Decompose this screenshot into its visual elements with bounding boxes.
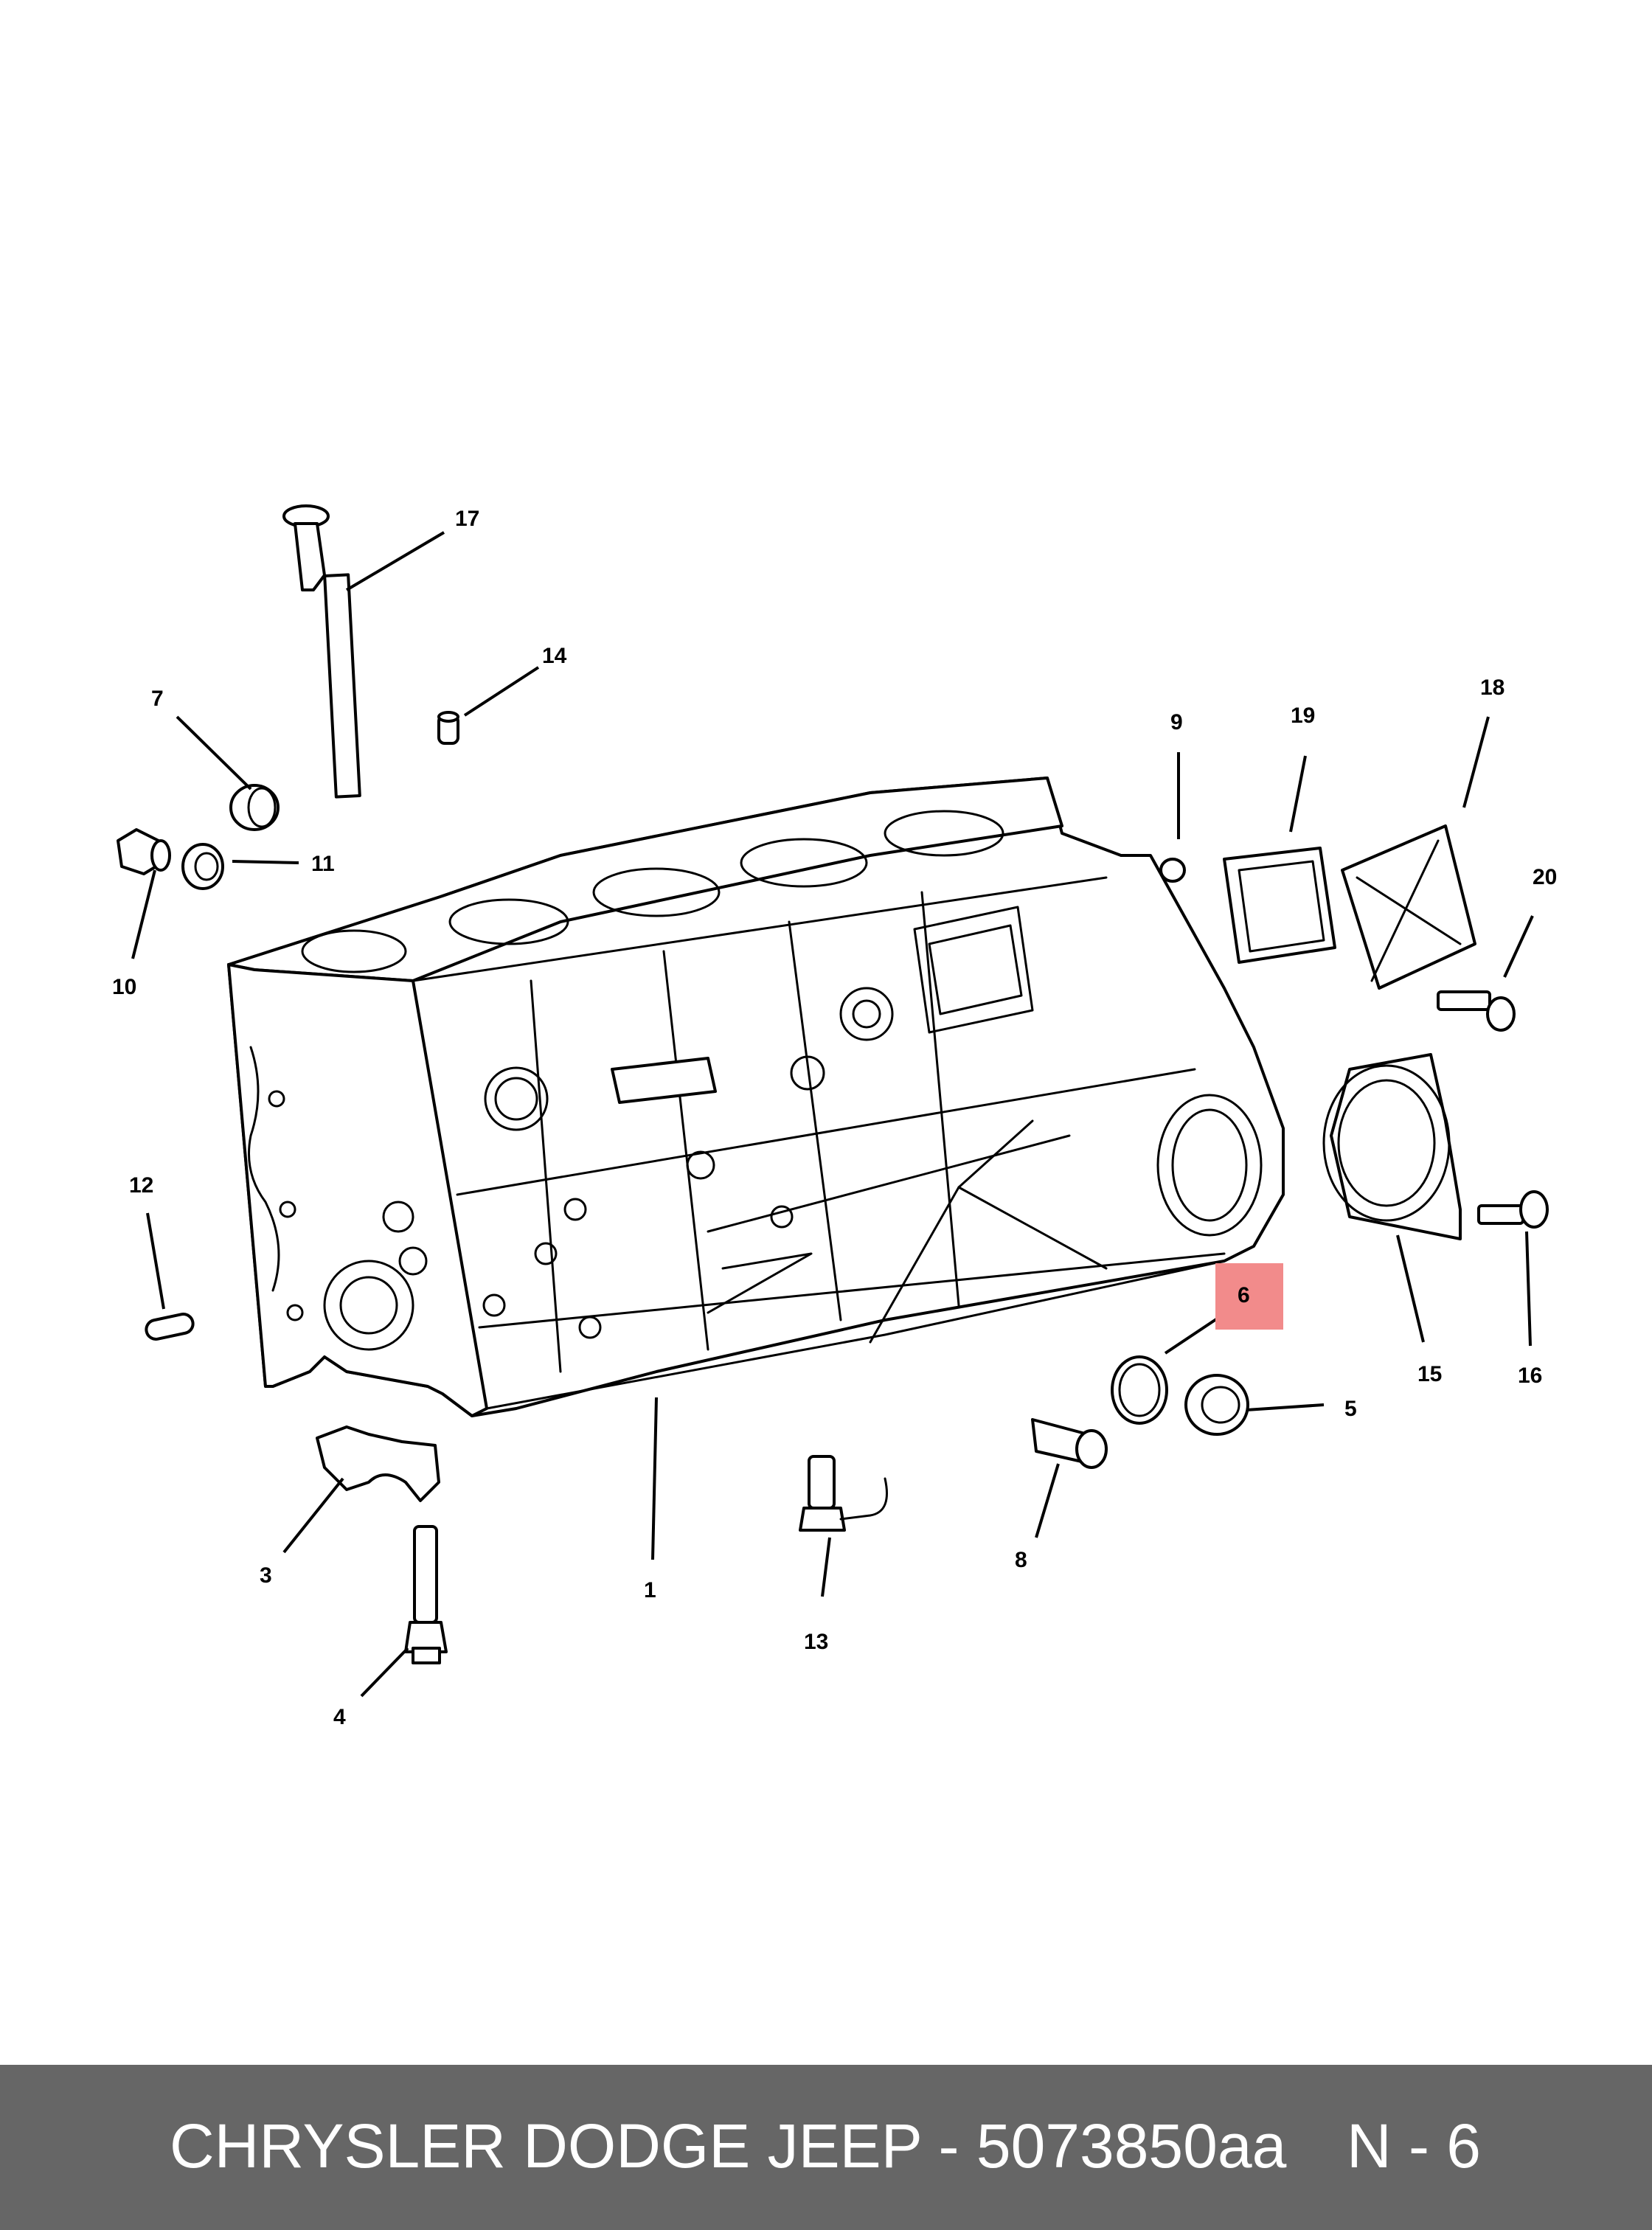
footer-bar: CHRYSLER DODGE JEEP - 5073850aa N - 6: [0, 2065, 1652, 2230]
part-3-bearing-cap: [316, 1425, 440, 1502]
callout-20: 20: [1533, 865, 1557, 889]
part-12-dowel-pin: [145, 1313, 195, 1341]
callout-10: 10: [112, 975, 136, 999]
footer-title: CHRYSLER DODGE JEEP - 5073850aa: [170, 2111, 1287, 2181]
part-10-drain-plug: [117, 828, 171, 875]
part-15-seal-carrier: [1322, 1053, 1462, 1240]
part-6-o-ring: [1111, 1355, 1168, 1425]
callout-7: 7: [151, 687, 164, 711]
highlight-box: [1215, 1263, 1283, 1330]
part-8-sleeve: [1031, 1418, 1108, 1469]
callout-1: 1: [644, 1578, 656, 1602]
part-18-cover: [1341, 824, 1476, 990]
callout-9: 9: [1170, 710, 1183, 734]
callout-labels: 17 14 7 10 11 12 3 4 1 13 8 6 5 9 19 18 …: [112, 507, 1557, 1729]
part-13-sensor: [799, 1455, 888, 1532]
footer-code: N - 6: [1347, 2111, 1482, 2181]
callout-16: 16: [1518, 1364, 1542, 1388]
part-14-dowel: [437, 711, 459, 745]
callout-11: 11: [311, 852, 335, 876]
callout-6: 6: [1238, 1283, 1250, 1307]
part-9-small-plug: [1159, 858, 1186, 883]
callout-4: 4: [333, 1705, 346, 1729]
callout-18: 18: [1480, 675, 1504, 700]
callout-12: 12: [129, 1173, 153, 1198]
part-5-plug: [1184, 1374, 1249, 1436]
callout-3: 3: [260, 1563, 272, 1588]
leader-lines: [131, 531, 1534, 1698]
part-7-cup-plug: [229, 784, 280, 831]
part-20-bolt: [1437, 990, 1516, 1032]
callout-5: 5: [1344, 1397, 1357, 1421]
callout-15: 15: [1417, 1362, 1442, 1386]
part-16-bolt: [1477, 1190, 1549, 1229]
part-4-bolt: [404, 1525, 448, 1664]
callout-13: 13: [804, 1630, 828, 1654]
callout-8: 8: [1015, 1548, 1027, 1572]
part-19-gasket: [1223, 847, 1336, 964]
part-11-seal-ring: [181, 843, 224, 890]
engine-block: [227, 777, 1285, 1417]
callout-17: 17: [455, 507, 479, 531]
callout-14: 14: [542, 644, 567, 668]
parts-diagram: 17 14 7 10 11 12 3 4 1 13 8 6 5 9 19 18 …: [112, 504, 1557, 1729]
part-17-dipstick-tube: [282, 504, 361, 799]
callout-19: 19: [1291, 704, 1315, 728]
